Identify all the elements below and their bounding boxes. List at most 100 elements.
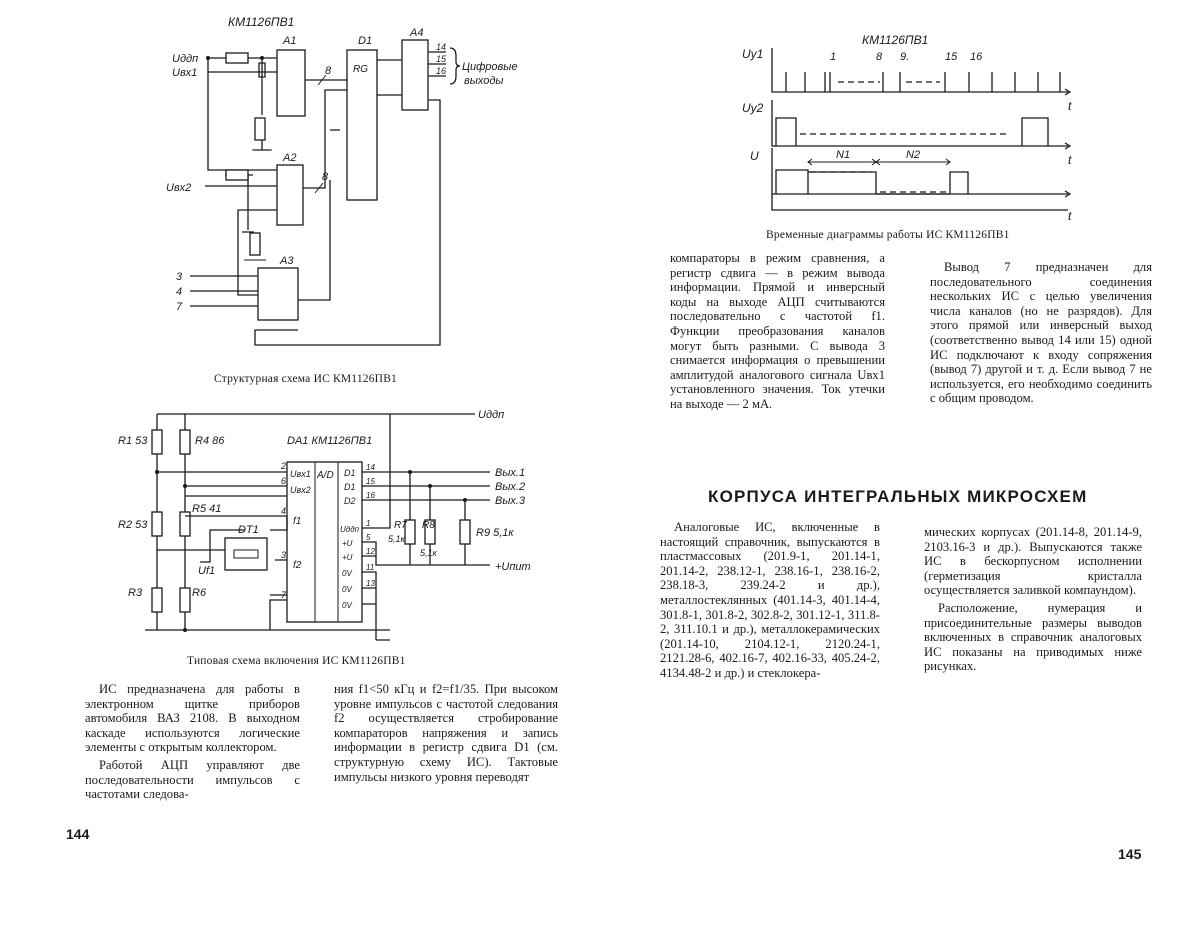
typical-chip [286, 461, 363, 623]
typical-r1: R1 53 [118, 435, 148, 447]
typical-chip-pin6-name: Uвх2 [290, 485, 311, 495]
struct-title: КМ1126ПВ1 [228, 15, 294, 29]
typical-supply-label: Uддп [478, 409, 504, 421]
block-d1-rg: RG [353, 64, 368, 75]
typical-r4-body [179, 429, 191, 455]
timing-axes [771, 48, 1072, 211]
typical-chip-d2-pin: 16 [366, 491, 375, 500]
left-text-col-2: ния f1<50 кГц и f2=f1/35. При высоком ур… [334, 682, 558, 784]
typical-r2: R2 53 [118, 519, 148, 531]
typical-r8: R8 [422, 520, 435, 531]
typical-diagram: Uддп DA1 КМ1126ПВ1 A/D R1 53 R4 86 R2 53… [118, 409, 531, 641]
timing-marker-15: 15 [945, 51, 958, 63]
typical-chip-ov1: 0V [342, 569, 352, 578]
left-text-col-1: ИС предназначена для работы в электронно… [85, 682, 300, 802]
typical-chip-p12-pin: 12 [366, 547, 375, 556]
struct-node-2 [206, 56, 210, 60]
struct-bus-1: 8 [325, 65, 332, 77]
struct-input-uvx2: Uвх2 [166, 182, 191, 194]
typical-dt1-crystal [233, 549, 259, 559]
typical-chip-pin4-name: f1 [293, 516, 301, 527]
timing-marker-16: 16 [970, 51, 983, 63]
timing-uy1-label: Uy1 [742, 47, 763, 61]
timing-uy2-label: Uy2 [742, 101, 764, 115]
typical-node-5 [428, 484, 432, 488]
typical-node-4 [408, 470, 412, 474]
struct-resistor-2 [225, 169, 249, 181]
right-text-col-1: компараторы в режим сравнения, а регистр… [670, 251, 885, 412]
typical-chip-pin3: 3 [281, 550, 286, 560]
section-heading: КОРПУСА ИНТЕГРАЛЬНЫХ МИКРОСХЕМ [708, 487, 1088, 506]
typical-r7-body [404, 519, 416, 545]
timing-title: КМ1126ПВ1 [862, 33, 928, 47]
timing-uy2-wave [775, 117, 1049, 146]
right-page-number: 145 [1118, 846, 1142, 862]
typical-r7: R7 [394, 520, 407, 531]
typical-chip-uddp-pin: 1 [366, 519, 370, 528]
typical-title: DA1 КМ1126ПВ1 [287, 435, 372, 447]
typical-chip-d1-pin: 14 [366, 463, 375, 472]
struct-input-7: 7 [176, 301, 183, 313]
typical-caption: Типовая схема включения ИС КМ1126ПВ1 [187, 655, 406, 667]
timing-u-wave [775, 169, 969, 195]
typical-upit: +Uпит [495, 561, 531, 573]
struct-out-brace [449, 47, 461, 85]
typical-chip-p12: +U [342, 553, 353, 562]
typical-out-2: Вых.2 [495, 481, 525, 493]
block-a2 [276, 164, 304, 226]
typical-chip-pin3-name: f2 [293, 560, 302, 571]
typical-out-3: Вых.3 [495, 495, 526, 507]
left-col1-para-1: ИС предназначена для работы в электронно… [85, 682, 300, 755]
left-col1-para-2: Работой АЦП управляют две последовательн… [85, 757, 300, 802]
right-page: КМ1126ПВ1 1 8 9. 15 16 Uy1 Uy2 U t t t N… [600, 0, 1200, 935]
struct-input-3: 3 [176, 271, 183, 283]
right-col1-para-1: компараторы в режим сравнения, а регистр… [670, 251, 885, 411]
typical-chip-p5-pin: 5 [366, 533, 371, 542]
block-d1-label: D1 [358, 35, 372, 47]
timing-marker-1: 1 [830, 51, 836, 63]
typical-r5: R5 41 [192, 503, 221, 515]
typical-r6-body [179, 587, 191, 613]
typical-chip-pin2-name: Uвх1 [290, 469, 311, 479]
block-a4-label: A4 [409, 27, 423, 39]
timing-caption: Временные диаграммы работы ИС КМ1126ПВ1 [766, 229, 1010, 241]
block-a3-label: A3 [279, 255, 294, 267]
typical-r8-body [424, 519, 436, 545]
block-a3 [257, 267, 299, 321]
typical-r9: R9 5,1к [476, 527, 514, 539]
timing-t-1: t [1068, 99, 1072, 113]
timing-u-label: U [750, 149, 759, 163]
typical-r3: R3 [128, 587, 143, 599]
struct-node-1 [260, 56, 264, 60]
typical-r1-body [151, 429, 163, 455]
timing-n1-label: N1 [836, 149, 850, 161]
typical-chip-pin4: 4 [281, 506, 286, 516]
typical-chip-ov2-pin: 13 [366, 579, 375, 588]
right-text-col-4: мических корпусах (201.14-8, 201.14-9, 2… [924, 525, 1142, 674]
typical-node-2 [183, 484, 187, 488]
struct-out-15: 15 [436, 54, 447, 64]
right-col4-para-2: Расположение, нумерация и присоединитель… [924, 600, 1142, 674]
typical-chip-d2: D2 [344, 496, 356, 506]
typical-r4: R4 86 [195, 435, 225, 447]
timing-n-arrows [807, 158, 951, 166]
typical-chip-mid: A/D [316, 470, 334, 481]
timing-marker-9: 9. [900, 51, 909, 63]
block-a1 [276, 49, 306, 117]
block-d1 [346, 49, 378, 201]
struct-resistor-3 [254, 117, 266, 141]
structural-diagram: КМ1126ПВ1 Uддп Uвх1 Uвх2 3 4 7 A1 A2 A3 … [166, 15, 518, 346]
left-page: КМ1126ПВ1 Uддп Uвх1 Uвх2 3 4 7 A1 A2 A3 … [66, 15, 558, 842]
struct-bus-2: 8 [322, 171, 329, 183]
typical-supply-rail [156, 413, 475, 510]
struct-caption: Структурная схема ИС КМ1126ПВ1 [214, 373, 398, 385]
block-a2-label: A2 [282, 152, 296, 164]
typical-chip-ov2: 0V [342, 585, 352, 594]
timing-u-dashes [810, 171, 946, 193]
typical-chip-ov3: 0V [342, 601, 352, 610]
typical-chip-uddp: Uддп [340, 525, 360, 534]
typical-r7-value: 5,1к [388, 534, 406, 544]
struct-out-16: 16 [436, 66, 446, 76]
typical-r3-body [151, 587, 163, 613]
typical-chip-p5: +U [342, 539, 353, 548]
